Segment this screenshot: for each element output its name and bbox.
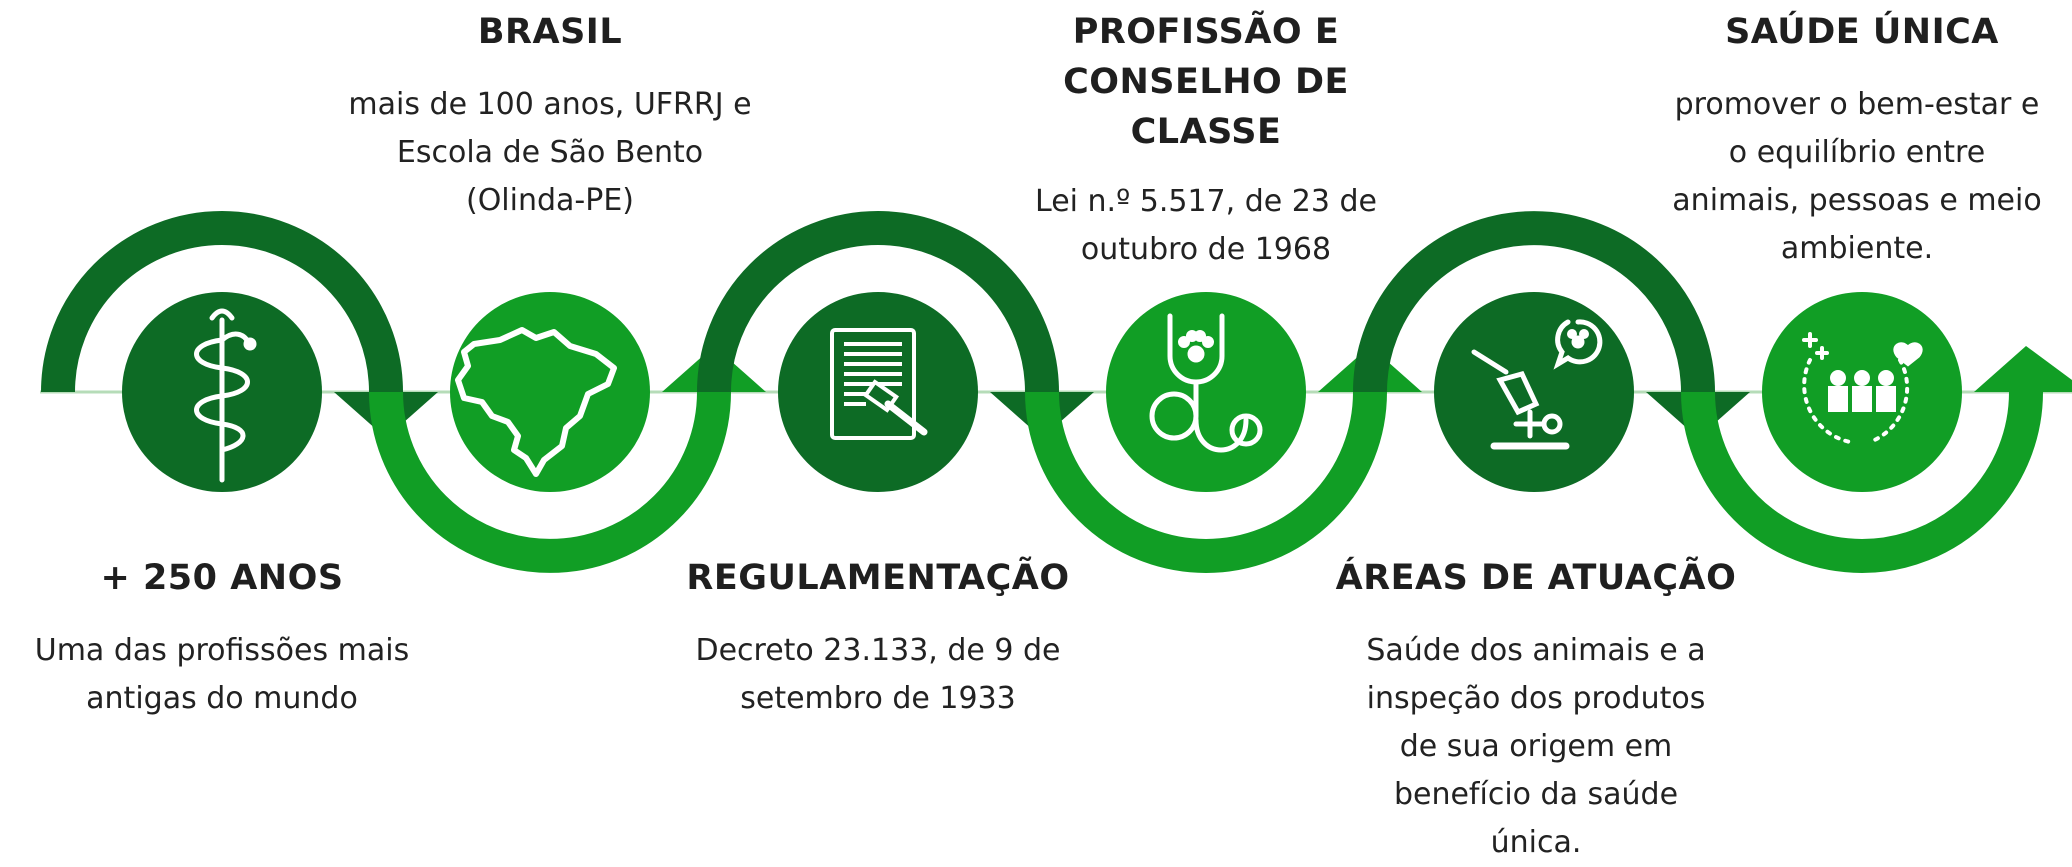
- step-desc-3-line-2: setembro de 1933: [740, 681, 1016, 716]
- step-desc-3: Decreto 23.133, de 9 de setembro de 1933: [658, 627, 1098, 723]
- timeline-arc-1: [41, 211, 403, 393]
- step-desc-3-line-1: Decreto 23.133, de 9 de: [695, 633, 1061, 668]
- step-desc-4-line-1: Lei n.º 5.517, de 23 de: [1035, 184, 1377, 219]
- step-desc-2: mais de 100 anos, UFRRJ e Escola de São …: [320, 81, 780, 225]
- step-desc-1-line-1: Uma das profissões mais: [34, 633, 410, 668]
- step-desc-5-line-5: única.: [1490, 825, 1582, 860]
- step-title-3: REGULAMENTAÇÃO: [686, 558, 1070, 598]
- step-circle-4: [1106, 292, 1306, 492]
- step-circle-2: [450, 292, 650, 492]
- step-title-1: + 250 ANOS: [100, 558, 344, 598]
- step-desc-6: promover o bem-estar e o equilíbrio entr…: [1642, 81, 2072, 273]
- step-desc-5-line-1: Saúde dos animais e a: [1366, 633, 1706, 668]
- step-desc-6-line-1: promover o bem-estar e: [1674, 87, 2040, 122]
- step-desc-6-line-3: animais, pessoas e meio: [1672, 183, 2042, 218]
- step-desc-4-line-2: outubro de 1968: [1080, 232, 1332, 267]
- step-title-5: ÁREAS DE ATUAÇÃO: [1335, 558, 1737, 598]
- microscope-paw-icon: [1471, 319, 1603, 450]
- step-circle-5: [1434, 292, 1634, 492]
- step-desc-4: Lei n.º 5.517, de 23 de outubro de 1968: [1006, 178, 1406, 274]
- step-title-2: BRASIL: [477, 12, 623, 52]
- step-desc-5: Saúde dos animais e a inspeção dos produ…: [1326, 627, 1746, 867]
- timeline-arc-2: [369, 391, 731, 573]
- timeline-arc-4: [1025, 391, 1387, 573]
- step-title-4-line-2: CONSELHO DE: [1063, 62, 1349, 102]
- timeline-arrow-6: [1974, 346, 2072, 392]
- step-desc-2-line-1: mais de 100 anos, UFRRJ e: [348, 87, 752, 122]
- step-title-4-line-3: CLASSE: [1130, 112, 1282, 152]
- step-desc-6-line-2: o equilíbrio entre: [1728, 135, 1986, 170]
- step-desc-2-line-2: Escola de São Bento: [396, 135, 704, 170]
- timeline-arc-5: [1353, 211, 1715, 393]
- step-desc-5-line-2: inspeção dos produtos: [1366, 681, 1706, 716]
- step-desc-1-line-2: antigas do mundo: [86, 681, 358, 716]
- step-desc-2-line-3: (Olinda-PE): [465, 183, 634, 218]
- step-desc-5-line-4: benefício da saúde: [1393, 777, 1679, 812]
- step-title-4-line-1: PROFISSÃO E: [1072, 12, 1340, 52]
- document-gavel-icon: [830, 328, 928, 440]
- brazil-map-icon: [455, 327, 617, 477]
- step-title-4: PROFISSÃO E CONSELHO DE CLASSE: [1006, 7, 1406, 157]
- rod-of-asclepius-icon: [194, 308, 257, 483]
- timeline-arc-3: [697, 211, 1059, 393]
- step-title-6: SAÚDE ÚNICA: [1725, 12, 1999, 52]
- step-desc-6-line-4: ambiente.: [1780, 231, 1934, 266]
- people-health-icon: [1802, 332, 1923, 444]
- step-desc-1: Uma das profissões mais antigas do mundo: [2, 627, 442, 723]
- timeline-arc-6: [1681, 391, 2043, 573]
- paw-stethoscope-icon: [1149, 313, 1263, 453]
- step-desc-5-line-3: de sua origem em: [1399, 729, 1673, 764]
